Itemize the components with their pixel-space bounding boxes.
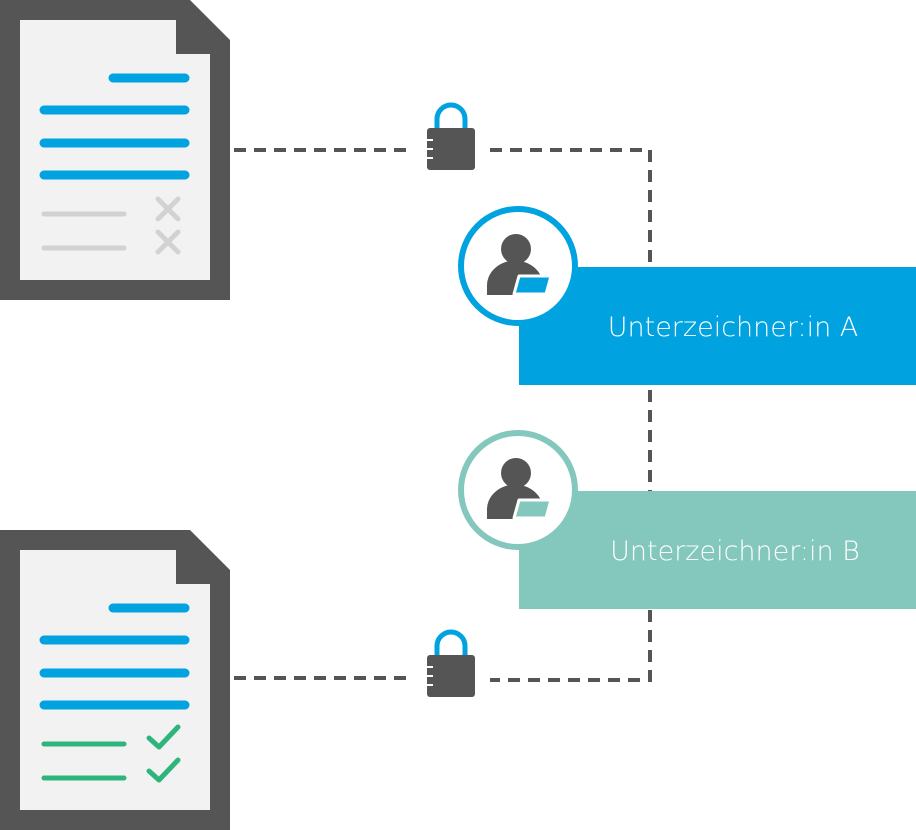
connector-top-right [490, 148, 652, 682]
signer-b-label: Unterzeichner:in B [610, 536, 860, 567]
document-unsigned [0, 0, 230, 300]
document-signed [0, 530, 230, 830]
connector-lines [234, 148, 652, 682]
signer-a-label-box [519, 267, 916, 385]
signer-a-label: Unterzeichner:in A [608, 312, 859, 343]
lock-icon [427, 102, 475, 170]
signature-lines-signed [41, 741, 127, 781]
user-laptop-icon [486, 458, 553, 520]
signer-b: Unterzeichner:in B [458, 430, 916, 609]
checkmark-icon [146, 757, 181, 783]
checkmark-icon [146, 724, 181, 750]
signature-lines-unsigned [41, 211, 127, 251]
user-laptop-icon [486, 234, 553, 296]
cross-icon [155, 229, 181, 255]
signer-a: Unterzeichner:in A [458, 206, 916, 385]
document-text-lines [39, 603, 190, 710]
cross-icon [155, 196, 181, 222]
document-text-lines [39, 73, 190, 180]
lock-icon [427, 629, 475, 697]
document-paper [20, 20, 210, 280]
signer-b-label-box [519, 491, 916, 609]
document-paper [20, 550, 210, 810]
